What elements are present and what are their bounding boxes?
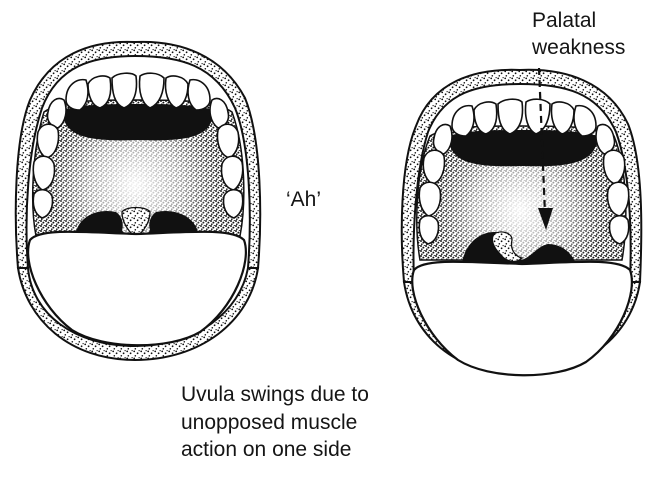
palatal-weakness-line-1: Palatal (532, 9, 597, 32)
ah-label: ‘Ah’ (286, 188, 322, 211)
palate-shadow (448, 130, 598, 167)
caption-line-3: action on one side (181, 438, 352, 461)
upper-teeth (32, 72, 244, 219)
tongue (27, 230, 247, 347)
normal-mouth-illustration (14, 40, 262, 362)
upper-lip (400, 68, 643, 283)
uvula-caption: Uvula swings due to unopposed muscle act… (181, 381, 369, 464)
arrow-head (538, 208, 553, 230)
upper-teeth (418, 98, 630, 245)
palatal-weakness-label: Palatal weakness (532, 7, 625, 61)
tongue (411, 260, 633, 377)
palatal-weakness-line-2: weakness (532, 36, 626, 59)
palate-shadow (62, 104, 214, 141)
caption-line-2: unopposed muscle (181, 410, 358, 434)
pointer-arrow (537, 67, 553, 230)
deviated-uvula (491, 231, 524, 263)
caption-line-1: Uvula swings due to (181, 383, 369, 406)
upper-lip (14, 40, 262, 269)
palatal-weakness-mouth-illustration (400, 68, 643, 377)
